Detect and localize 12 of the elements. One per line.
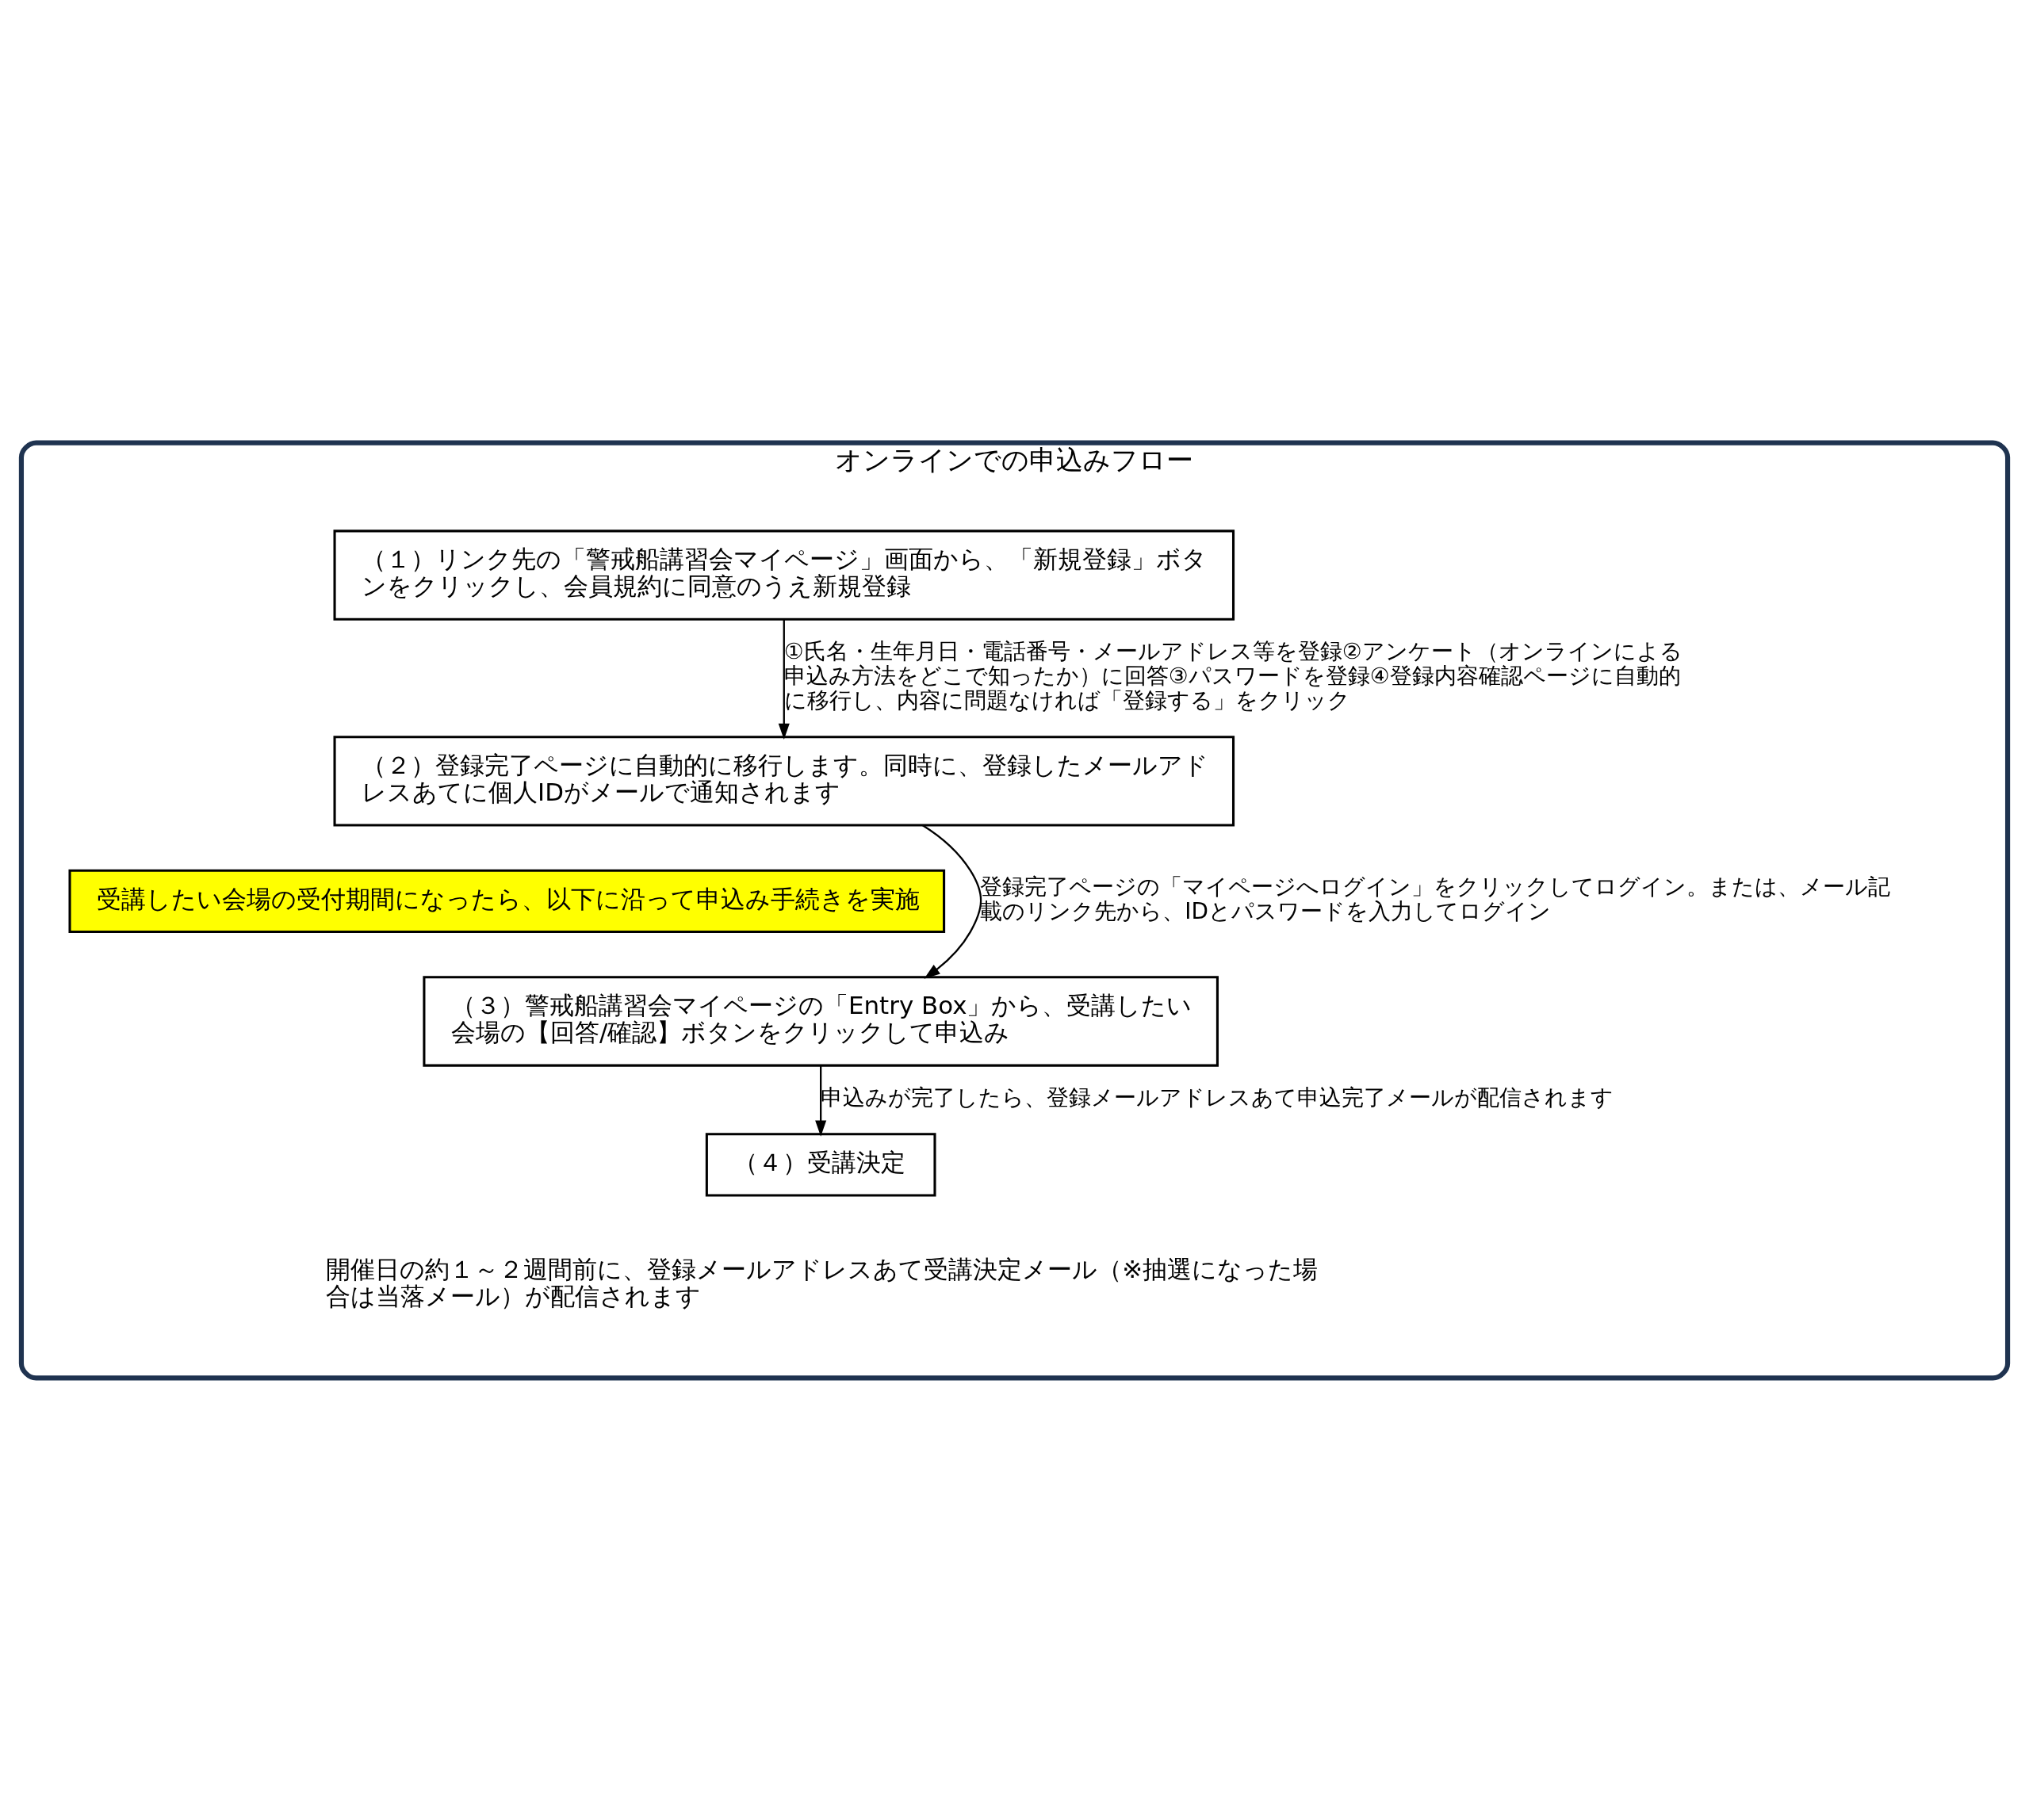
node-box: （３）警戒船講習会マイページの「Entry Box」から、受講したい会場の【回答/確認】ボタンをクリックして申込み (423, 975, 1219, 1067)
node-box: 受講したい会場の受付期間になったら、以下に沿って申込み手続きを実施 (68, 869, 946, 933)
arrow (778, 619, 790, 740)
edge-label: ①氏名・生年月日・電話番号・メールアドレス等を登録②アンケート（オンラインによる申込み方法をどこで知ったか）に回答③パスワードを登録④登録内容確認ページに自動的に移行し、内容に問題なければ「登録する」をクリック (783, 637, 1683, 713)
arrow (815, 1065, 827, 1137)
arrow (921, 824, 982, 979)
label: 開催日の約１～２週間前に、登録メールアドレスあて受講決定メール（※抽選になった場合は当落メール）が配信されます (326, 1254, 1319, 1310)
node-box: （２）登録完了ページに自動的に移行します。同時に、登録したメールアドレスあてに個人IDがメールで通知されます (333, 735, 1235, 827)
edge-label: 申込みが完了したら、登録メールアドレスあて申込完了メールが配信されます (821, 1084, 1614, 1111)
edge-label: 登録完了ページの「マイページへログイン」をクリックしてログイン。または、メール記載のリンク先から、IDとパスワードを入力してログイン (980, 873, 1891, 924)
node-box: （４）受講決定 (705, 1132, 936, 1197)
node-box: （１）リンク先の「警戒船講習会マイページ」画面から、「新規登録」ボタンをクリックし、会員規約に同意のうえ新規登録 (333, 529, 1235, 621)
